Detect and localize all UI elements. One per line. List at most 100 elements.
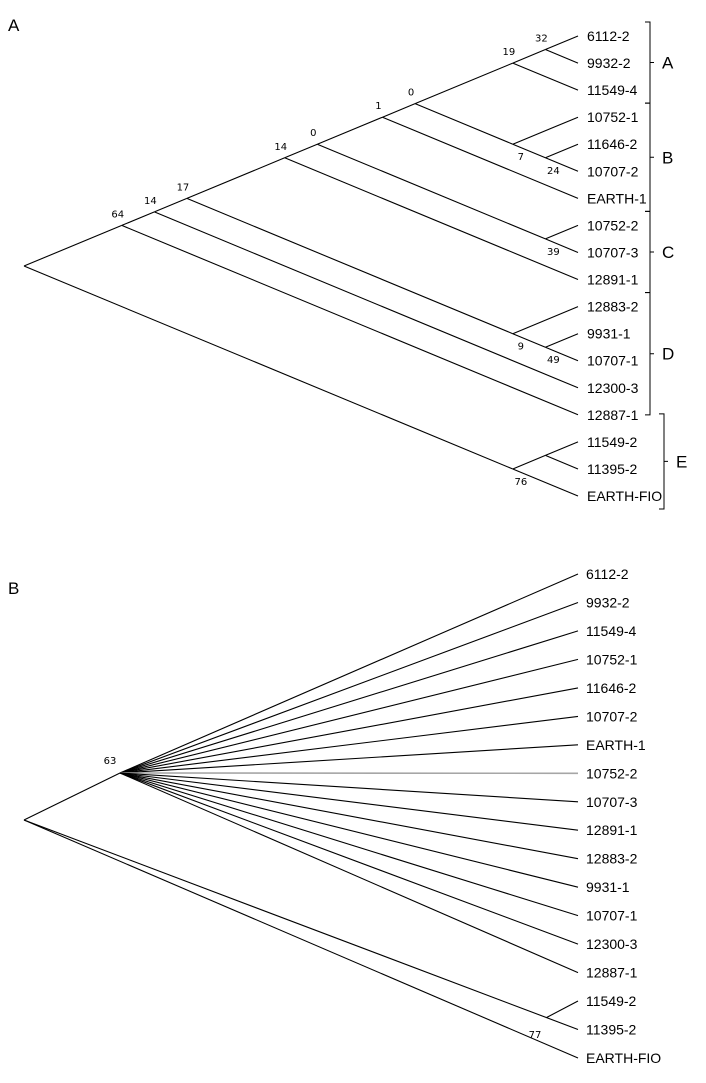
leaf-label: 9932-2 xyxy=(587,55,631,71)
support-value: 64 xyxy=(111,209,124,220)
leaf-label: 12891-1 xyxy=(587,272,639,288)
leaf-label: 11549-4 xyxy=(586,623,637,639)
panel-a-label: A xyxy=(8,16,20,35)
branch-line xyxy=(119,573,579,774)
branch-line xyxy=(512,143,546,159)
branch-line xyxy=(23,772,121,821)
leaf-label: 10752-2 xyxy=(587,217,639,233)
clade-label: E xyxy=(676,452,687,471)
support-value: 24 xyxy=(547,166,560,177)
branch-line xyxy=(119,772,579,831)
leaf-label: 11395-2 xyxy=(586,1022,637,1038)
branch-line xyxy=(23,224,123,267)
branch-line xyxy=(119,772,579,974)
leaf-label: 12300-3 xyxy=(586,936,638,952)
clade-label: B xyxy=(662,148,673,167)
branch-line xyxy=(154,197,188,213)
support-value: 49 xyxy=(547,355,560,366)
branch-line xyxy=(317,116,383,145)
branch-line xyxy=(121,211,155,226)
branch-line xyxy=(186,157,285,199)
branch-line xyxy=(119,744,579,774)
branch-line xyxy=(512,468,579,497)
leaf-label: 9932-2 xyxy=(586,594,630,610)
support-value: 14 xyxy=(144,196,157,207)
support-value: 63 xyxy=(104,756,117,767)
leaf-label: 12883-2 xyxy=(586,851,638,867)
panel-b-label: B xyxy=(8,579,19,598)
branch-line xyxy=(545,157,579,172)
branch-line xyxy=(382,116,579,199)
clade-bracket xyxy=(645,292,654,416)
support-value: 14 xyxy=(274,142,287,153)
branch-line xyxy=(284,143,318,159)
leaf-label: 11646-2 xyxy=(586,680,637,696)
branch-line xyxy=(545,333,579,348)
leaf-label: 11549-2 xyxy=(586,993,637,1009)
branch-line xyxy=(119,687,579,774)
leaf-label: 10752-1 xyxy=(586,651,638,667)
branch-line xyxy=(545,224,579,240)
support-value: 7 xyxy=(518,152,524,163)
branch-line xyxy=(512,62,579,91)
leaf-label: 9931-1 xyxy=(586,879,630,895)
branch-line xyxy=(119,772,579,945)
clade-bracket xyxy=(645,21,654,104)
branch-line xyxy=(512,116,579,145)
branch-line xyxy=(545,346,579,362)
clade-bracket xyxy=(659,413,668,510)
leaf-label: 10707-1 xyxy=(587,353,639,369)
leaf-label: EARTH-1 xyxy=(586,737,646,753)
support-value: 76 xyxy=(514,477,527,488)
branch-line xyxy=(121,224,579,416)
branch-line xyxy=(512,48,546,64)
support-value: 19 xyxy=(502,47,515,58)
support-value: 17 xyxy=(177,182,190,193)
support-value: 39 xyxy=(547,247,560,258)
leaf-label: 11549-4 xyxy=(587,82,638,98)
leaf-label: EARTH-FIO xyxy=(586,1050,661,1066)
branch-line xyxy=(284,157,579,281)
branch-line xyxy=(119,772,579,917)
support-value: 0 xyxy=(408,88,414,99)
leaf-label: 10707-3 xyxy=(587,244,639,260)
support-value: 0 xyxy=(310,128,316,139)
leaf-label: EARTH-FIO xyxy=(587,488,662,504)
leaf-label: 11646-2 xyxy=(587,136,638,152)
leaf-label: 12300-3 xyxy=(587,380,639,396)
branch-line xyxy=(545,48,579,64)
leaf-label: 10707-1 xyxy=(586,908,638,924)
branch-line xyxy=(23,265,514,470)
support-value: 1 xyxy=(375,101,381,112)
clade-label: D xyxy=(662,345,674,364)
leaf-label: 10752-2 xyxy=(586,765,638,781)
clade-bracket xyxy=(645,210,654,294)
branch-line xyxy=(512,333,546,348)
branch-line xyxy=(414,103,514,145)
branch-line xyxy=(382,103,416,118)
branch-line xyxy=(545,143,579,159)
leaf-label: 10752-1 xyxy=(587,109,639,125)
support-value: 32 xyxy=(535,34,548,45)
support-value: 77 xyxy=(529,1030,542,1041)
leaf-label: 10707-2 xyxy=(586,708,638,724)
leaf-label: EARTH-1 xyxy=(587,190,647,206)
branch-line xyxy=(119,772,579,803)
branch-line xyxy=(119,658,579,774)
leaf-label: 11395-2 xyxy=(587,461,638,477)
leaf-label: 10707-3 xyxy=(586,794,638,810)
branch-line xyxy=(119,715,579,774)
branch-line xyxy=(512,454,546,470)
branch-line xyxy=(545,35,579,51)
branch-line xyxy=(414,62,514,105)
branch-line xyxy=(23,819,579,1031)
leaf-label: 12887-1 xyxy=(587,407,639,423)
branch-line xyxy=(119,772,579,860)
leaf-label: 12891-1 xyxy=(586,822,638,838)
branch-line xyxy=(119,630,579,774)
leaf-label: 12883-2 xyxy=(587,299,639,315)
clade-label: A xyxy=(662,54,674,73)
clade-label: C xyxy=(662,243,674,262)
branch-line xyxy=(545,454,579,470)
